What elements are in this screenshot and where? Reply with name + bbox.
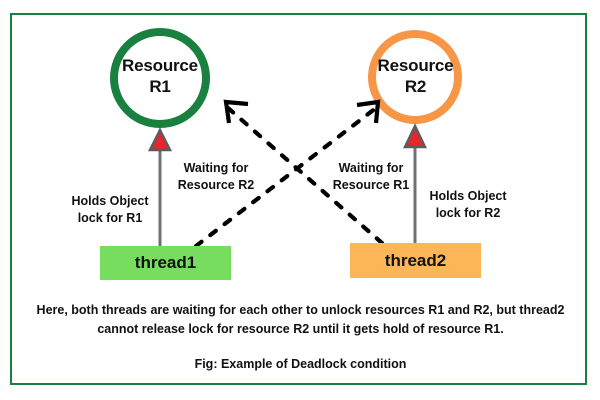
resource-r2-circle bbox=[368, 30, 462, 124]
edge-label-waiting-resource-r2: Waiting for Resource R2 bbox=[166, 160, 266, 194]
edge-label-holds-lock-r2: Holds Object lock for R2 bbox=[420, 188, 516, 222]
thread2-label: thread2 bbox=[384, 250, 447, 270]
edge-thread2-waiting-r1-arrowhead bbox=[223, 99, 249, 124]
edge-label-waiting-resource-r1-line2: Resource R1 bbox=[332, 177, 410, 192]
edge-label-waiting-resource-r2-line1: Waiting for bbox=[183, 161, 249, 175]
edge-label-waiting-resource-r2-line2: Resource R2 bbox=[177, 177, 255, 192]
resource-r1-label: Resource R1 bbox=[110, 55, 210, 98]
edge-label-holds-lock-r1-line1: Holds Object bbox=[71, 194, 149, 208]
resource-r2-label-line1: Resource bbox=[377, 56, 454, 75]
edge-thread2-waiting-r1-line bbox=[225, 105, 385, 246]
edge-label-waiting-resource-r1: Waiting for Resource R1 bbox=[322, 160, 420, 194]
figure-caption: Here, both threads are waiting for each … bbox=[36, 303, 565, 337]
edge-label-holds-lock-r2-line1: Holds Object bbox=[429, 189, 507, 203]
edge-label-holds-lock-r2-line2: lock for R2 bbox=[435, 205, 501, 220]
edge-label-holds-lock-r1-line2: lock for R1 bbox=[77, 210, 143, 225]
figure-border bbox=[10, 13, 587, 385]
edge-thread1-holds-r1-arrowhead bbox=[147, 127, 173, 152]
resource-r1-circle bbox=[110, 28, 210, 128]
thread1-label: thread1 bbox=[134, 253, 197, 272]
edge-thread2-holds-r2-arrowhead bbox=[403, 123, 427, 149]
resource-r1-label-line2: R1 bbox=[149, 77, 171, 97]
edge-thread1-waiting-r2-arrowhead bbox=[356, 99, 381, 124]
resource-r2-label-line2: R2 bbox=[404, 77, 427, 97]
resource-r2-label: Resource R2 bbox=[368, 55, 463, 98]
resource-r1-label-line1: Resource bbox=[122, 56, 198, 75]
edge-label-holds-lock-r1: Holds Object lock for R1 bbox=[62, 193, 158, 227]
figure-label: Fig: Example of Deadlock condition bbox=[194, 357, 407, 371]
thread2-box: thread2 bbox=[350, 243, 481, 278]
edge-label-waiting-resource-r1-line1: Waiting for bbox=[338, 161, 404, 175]
thread1-box: thread1 bbox=[100, 246, 231, 280]
edge-thread1-waiting-r2-line bbox=[193, 105, 379, 249]
